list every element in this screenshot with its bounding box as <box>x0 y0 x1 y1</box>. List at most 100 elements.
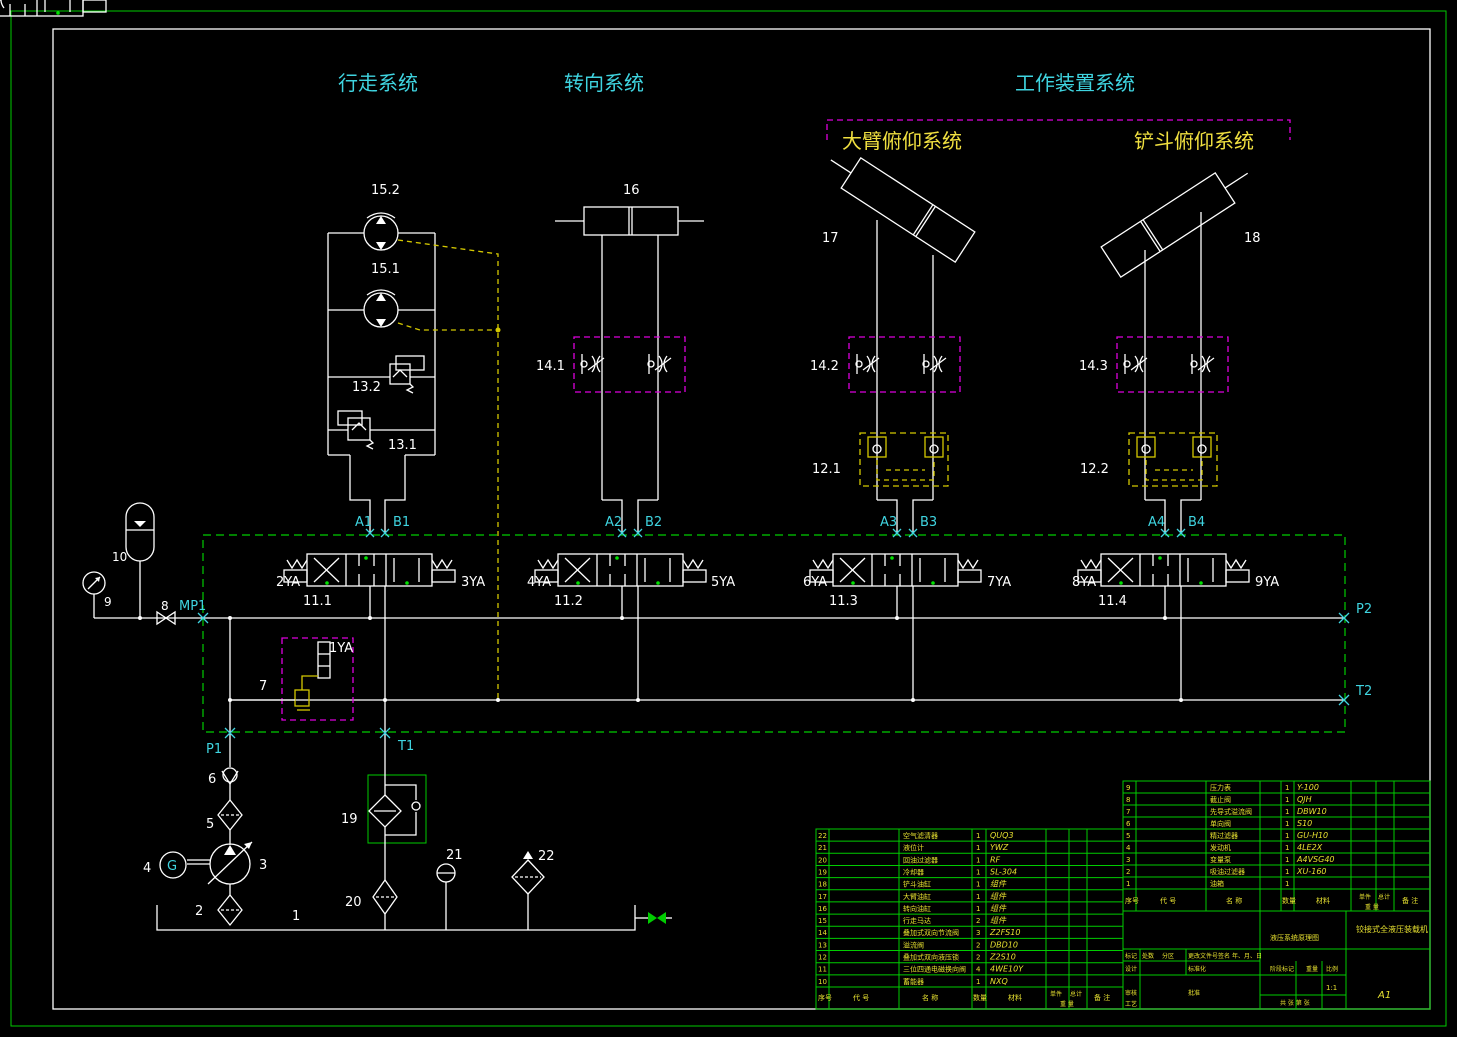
bom-left-no: 11 <box>818 966 827 974</box>
bom-top-name: 变量泵 <box>1210 855 1231 864</box>
tb-design: 设计 <box>1125 965 1137 973</box>
bom-top-code: A4VSG40 <box>1296 855 1335 864</box>
port-markers <box>365 528 1186 538</box>
travel-motors-group: 15.2 15.1 13.2 13.1 <box>327 183 501 700</box>
label-15-1: 15.1 <box>371 262 400 277</box>
bom-left-name: 叠加式双向液压锁 <box>903 953 959 962</box>
bucket-cylinder-18-icon <box>1100 171 1236 279</box>
bom-left-no: 16 <box>818 905 827 913</box>
bom-top-no: 2 <box>1126 868 1130 876</box>
bom-left-code: RF <box>990 855 1001 864</box>
bom-top-h-unit: 单件 <box>1359 893 1371 901</box>
bom-top-code: QJH <box>1297 795 1312 804</box>
bom-left-name: 蓄能器 <box>903 977 924 986</box>
bom-left-name: 溢流阀 <box>903 940 924 949</box>
bom-top-code: XU-160 <box>1296 867 1327 876</box>
tb-total: 共 张 第 张 <box>1280 999 1310 1007</box>
title-block-horizontal-rows <box>816 792 1430 988</box>
bom-left-no: 20 <box>818 856 827 864</box>
bom-left-qty: 1 <box>976 905 980 913</box>
suction-filter-2-icon <box>217 893 243 927</box>
solenoid-3ya: 3YA <box>461 575 485 590</box>
label-18: 18 <box>1244 231 1261 246</box>
bom-left-qty: 1 <box>976 893 980 901</box>
bom-left-h-total: 总计 <box>1070 990 1082 998</box>
bom-top-qty: 1 <box>1285 856 1289 864</box>
bom-top-code: Y-100 <box>1297 783 1319 792</box>
bom-left-name: 冷却器 <box>903 867 924 876</box>
bom-top-name: 精过滤器 <box>1210 831 1238 840</box>
bom-left-qty: 1 <box>976 868 980 876</box>
steering-cylinder-group: 16 <box>555 183 704 533</box>
bom-top-no: 7 <box>1126 808 1130 816</box>
bom-left-code: YWZ <box>990 843 1009 852</box>
bom-left-name: 三位四通电磁换向阀 <box>903 965 966 974</box>
tb-zone: 分区 <box>1162 952 1174 960</box>
bom-top-qty: 1 <box>1285 820 1289 828</box>
bom-top-name: 发动机 <box>1210 843 1231 852</box>
bom-top-h-name: 名 称 <box>1226 896 1242 905</box>
label-9: 9 <box>104 595 112 609</box>
bom-left-qty: 1 <box>976 978 980 986</box>
label-11-4: 11.4 <box>1098 594 1127 609</box>
tb-date: 年、月、日 <box>1232 952 1262 960</box>
drain-line <box>397 239 499 700</box>
drain-valve-icon <box>648 912 657 924</box>
solenoid-4ya: 4YA <box>527 575 551 590</box>
bucket-cylinder-group: 18 <box>1100 171 1261 533</box>
solenoid-1ya: 1YA <box>329 641 353 656</box>
tb-doc: 更改文件号 <box>1188 952 1218 960</box>
engine-4-icon <box>159 851 187 879</box>
bom-top-no: 8 <box>1126 796 1130 804</box>
bom-top-h-weight: 重 量 <box>1365 903 1379 911</box>
label-17: 17 <box>822 231 839 246</box>
bom-left-no: 12 <box>818 954 827 962</box>
label-5: 5 <box>206 817 214 832</box>
solenoid-7ya: 7YA <box>987 575 1011 590</box>
label-8: 8 <box>161 599 169 613</box>
bom-left-code: NXQ <box>990 977 1008 986</box>
directional-valves <box>0 0 1250 587</box>
solenoid-8ya: 8YA <box>1072 575 1096 590</box>
bom-left-h-qty: 数量 <box>973 993 987 1002</box>
port-t2: T2 <box>1355 684 1372 699</box>
bom-left-code: QUQ3 <box>990 831 1014 840</box>
label-21: 21 <box>446 848 463 863</box>
boom-system-title: 大臂俯仰系统 <box>842 129 962 153</box>
tb-sign: 签名 <box>1218 952 1230 960</box>
port-b1: B1 <box>393 515 410 530</box>
machine-name: 铰接式全液压装载机 <box>1356 924 1428 934</box>
travel-system-title: 行走系统 <box>338 71 418 95</box>
bom-top-qty: 1 <box>1285 796 1289 804</box>
tb-check: 审核 <box>1125 989 1137 997</box>
tb-mark: 标记 <box>1125 952 1137 960</box>
label-12-1: 12.1 <box>812 462 841 477</box>
bom-left-qty: 3 <box>976 929 980 937</box>
title-block <box>815 780 1431 1010</box>
bom-top-name: 吸油过滤器 <box>1210 867 1245 876</box>
throttle-valve-14-1-icon <box>573 336 686 393</box>
check-valve-6-icon <box>222 767 238 783</box>
bom-top-code: S10 <box>1297 819 1312 828</box>
bom-left-qty: 1 <box>976 844 980 852</box>
steering-system-title: 转向系统 <box>564 71 644 95</box>
pressure-gauge-9-group: 9 <box>82 571 112 618</box>
throttle-valve-14-3-icon <box>1116 336 1229 393</box>
hydraulic-lock-12-1-icon <box>859 432 949 487</box>
port-a1: A1 <box>355 515 372 530</box>
bom-top-h-mat: 材料 <box>1316 896 1330 905</box>
bom-top-code: GU-H10 <box>1297 831 1328 840</box>
cooler-19-frame <box>367 774 427 844</box>
label-4: 4 <box>143 861 151 876</box>
work-system-bracket <box>826 119 1291 140</box>
hydraulic-lock-12-2-icon <box>1128 432 1218 487</box>
label-19: 19 <box>341 812 358 827</box>
bom-left-name: 叠加式双向节流阀 <box>903 928 959 937</box>
bom-left-qty: 4 <box>976 966 981 974</box>
label-11-2: 11.2 <box>554 594 583 609</box>
throttle-valves: 14.1 14.2 14.3 <box>0 0 1229 393</box>
stop-valve-8-group: 8 <box>156 599 176 626</box>
accumulator-10-group: 10 <box>112 502 155 618</box>
